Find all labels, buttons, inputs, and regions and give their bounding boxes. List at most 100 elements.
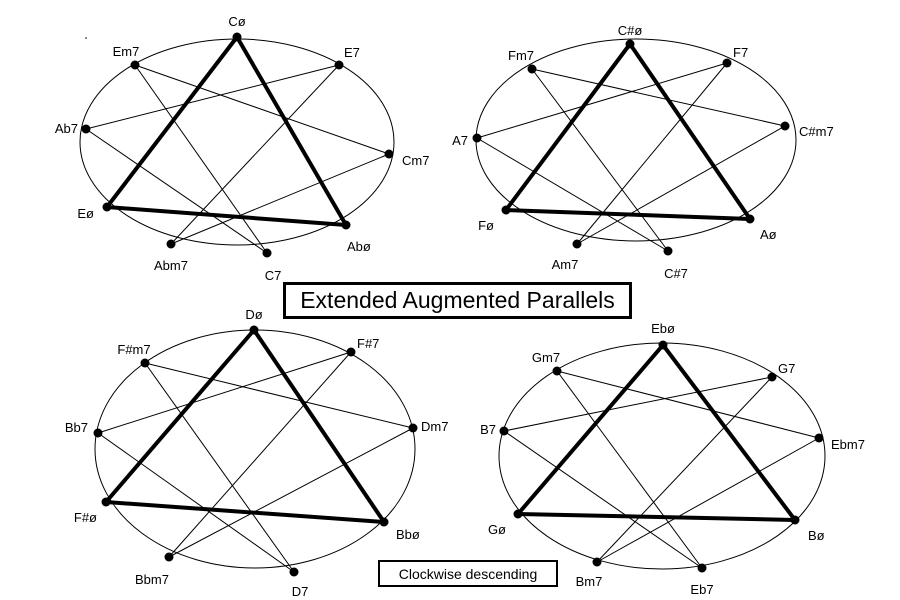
node-label: Ebø — [651, 321, 675, 336]
node-label: Ebm7 — [831, 437, 865, 452]
node-label: Gm7 — [532, 350, 560, 365]
node-dot — [101, 497, 111, 507]
node-dot — [102, 202, 112, 212]
chord-line — [476, 62, 728, 139]
node-label: Fm7 — [508, 48, 534, 63]
chord-line — [503, 430, 703, 569]
node-label: Eb7 — [690, 582, 713, 597]
node-dot — [140, 358, 150, 368]
node-dot — [658, 340, 668, 350]
node-label: Em7 — [113, 44, 140, 59]
node-dot — [341, 220, 351, 230]
node-label: C#7 — [664, 266, 688, 281]
node-dot — [767, 372, 777, 382]
chord-line — [168, 427, 414, 558]
chord-line — [144, 362, 414, 429]
node-dot — [93, 428, 103, 438]
node-dot — [81, 124, 91, 134]
chord-line — [531, 68, 669, 252]
node-label: Gø — [488, 522, 506, 537]
node-dot — [232, 32, 242, 42]
chord-line — [97, 432, 295, 573]
node-dot — [384, 149, 394, 159]
node-label: E7 — [344, 45, 360, 60]
node-label: Eø — [77, 206, 94, 221]
node-label: Cm7 — [402, 153, 429, 168]
triangle-bottom-right — [516, 343, 797, 522]
node-dot — [663, 246, 673, 256]
node-dot — [379, 517, 389, 527]
node-label: C7 — [265, 268, 282, 283]
node-label: C#m7 — [799, 124, 834, 139]
node-dot — [499, 426, 509, 436]
node-label: Abø — [347, 239, 371, 254]
node-label: Bbø — [396, 527, 420, 542]
node-label: Aø — [760, 227, 777, 242]
triangle-top-right — [504, 42, 752, 221]
chord-line — [596, 437, 820, 563]
node-label: Am7 — [552, 257, 579, 272]
node-label: Bm7 — [576, 574, 603, 589]
node-dot — [572, 239, 582, 249]
node-dot — [408, 423, 418, 433]
node-label: Bb7 — [65, 420, 88, 435]
chord-line — [531, 68, 786, 127]
node-dot — [625, 39, 635, 49]
node-dot — [745, 214, 755, 224]
node-dot — [130, 60, 140, 70]
chord-line — [144, 362, 295, 573]
node-label: Dm7 — [421, 419, 448, 434]
node-label: F#ø — [74, 510, 97, 525]
title-box: Extended Augmented Parallels — [283, 282, 632, 319]
chord-line — [97, 351, 352, 434]
node-label: G7 — [778, 361, 795, 376]
chord-line — [476, 137, 669, 252]
chord-line — [576, 125, 786, 245]
triangle-top-left — [105, 35, 348, 227]
triangle-bottom-left — [104, 328, 386, 524]
chord-line — [170, 153, 390, 245]
title-text: Extended Augmented Parallels — [300, 287, 615, 313]
chord-line — [596, 376, 773, 563]
chord-line — [503, 376, 773, 432]
node-label: Dø — [245, 307, 262, 322]
node-dot — [722, 58, 732, 68]
node-dot — [166, 239, 176, 249]
node-label: Fø — [478, 218, 494, 233]
node-label: Bbm7 — [135, 572, 169, 587]
node-dot — [513, 509, 523, 519]
node-dot — [289, 567, 299, 577]
node-dot — [790, 515, 800, 525]
caption-box: Clockwise descending — [378, 560, 558, 587]
node-label: Abm7 — [154, 258, 188, 273]
node-dot — [552, 366, 562, 376]
chord-line — [168, 351, 352, 558]
node-label: B7 — [480, 422, 496, 437]
ellipse-top-left — [79, 38, 395, 246]
node-dot — [697, 563, 707, 573]
chord-line — [85, 128, 268, 254]
node-label: Ab7 — [55, 121, 78, 136]
node-dot — [814, 433, 824, 443]
node-label: A7 — [452, 133, 468, 148]
chord-line — [134, 64, 268, 254]
node-label: Cø — [228, 14, 245, 29]
node-label: F#m7 — [117, 342, 150, 357]
chord-line — [85, 64, 340, 130]
stray-dot — [85, 37, 87, 39]
chord-line — [556, 370, 703, 569]
node-label: D7 — [292, 584, 309, 599]
node-label: C#ø — [618, 23, 643, 38]
node-dot — [472, 133, 482, 143]
node-dot — [527, 64, 537, 74]
caption-text: Clockwise descending — [398, 565, 538, 582]
node-dot — [780, 121, 790, 131]
node-dot — [501, 205, 511, 215]
node-label: F#7 — [357, 336, 379, 351]
node-dot — [164, 552, 174, 562]
